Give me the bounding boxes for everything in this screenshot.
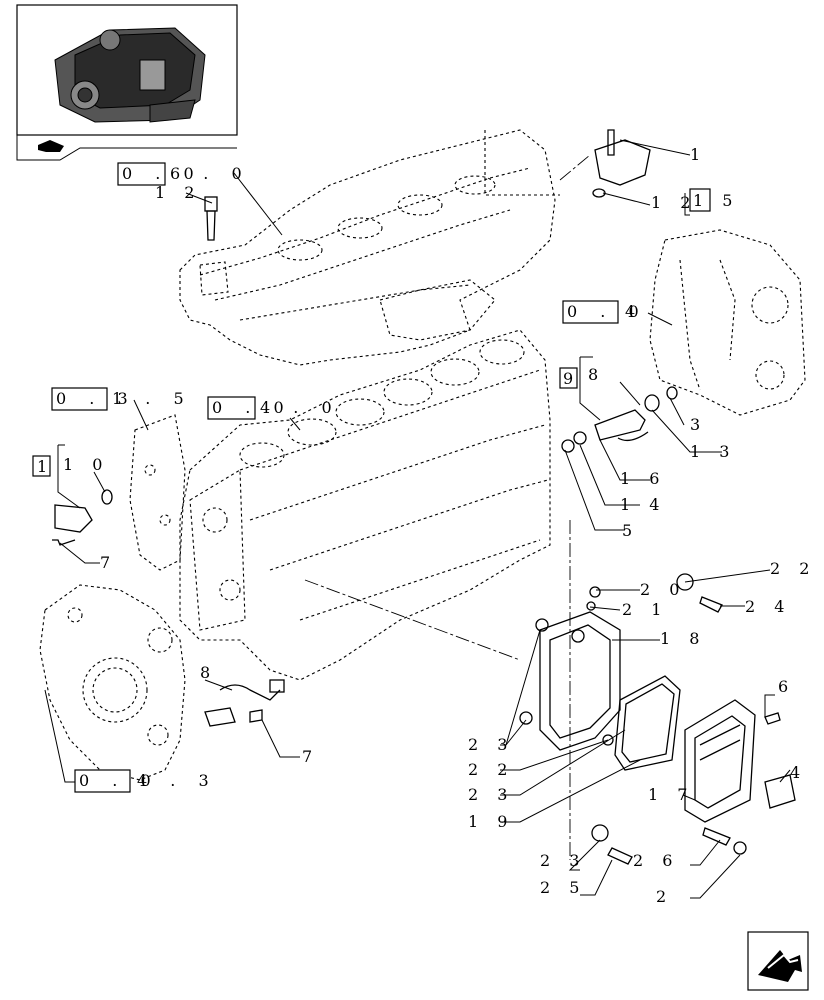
ecu-bracket [519,573,723,751]
callout-1: 1 [690,145,707,164]
callout-12-top: 1 2 [651,193,697,212]
ref-box-04-3-text: 4 . 3 [137,771,218,790]
ref-box-03-1-text: 1 . 5 [112,389,193,408]
callout-20: 1 9 [468,812,514,831]
ref-box-04-text: 4 [625,302,644,321]
ref-box-06-0-boxed: 0 . 0 [122,164,203,183]
kit-box-9-text: 9 [563,369,580,388]
callout-21: 2 0 [640,580,686,599]
engine-thumbnail [54,27,206,123]
callout-26: 2 6 [633,851,679,870]
ref-box-04-3: 0 . 0 4 . 3 [74,769,218,793]
callout-25-bottom: 2 5 [540,878,586,897]
ref-box-06-0: 0 . 0 6 . 0 [117,162,251,186]
callout-23-mid: 2 3 [468,735,514,754]
ref-box-04-boxed: 0 . 0 [567,302,648,321]
callout-25-top: 2 4 [745,597,791,616]
callout-18: 1 7 [648,785,694,804]
callout-22-top: 2 1 [622,600,668,619]
callout-7-bottom: 7 [302,747,319,766]
engine-block [179,329,551,681]
callout-3: 3 [690,415,707,434]
callout-12: 1 0 [63,455,109,474]
cylinder-head [179,129,560,366]
ref-box-06-0-text: 6 . 0 [170,164,251,183]
part-10-sensor [561,386,678,453]
callout-7-left: 7 [100,553,117,572]
kit-box-15-text: 1 5 [693,191,739,210]
callout-23-bottom: 2 3 [540,851,586,870]
timing-cover-right [649,229,806,416]
callout-14: 1 3 [690,442,736,461]
callout-22-mid: 2 2 [468,760,514,779]
ref-box-04: 0 . 0 4 [562,300,648,324]
side-plate [129,414,186,571]
ref-box-04-0: 0 . 0 4 . 0 [207,396,341,420]
kit-box-1-text: 1 [37,457,54,476]
ecu-gasket [602,675,681,771]
thumbnail-arrow-icon [38,140,64,152]
part-8-sensor-harness [204,679,285,727]
callout-8: 8 [200,663,217,682]
callout-16: 1 4 [620,495,666,514]
ecu-unit [591,699,796,865]
part-13-sensor [204,196,218,241]
callout-10: 8 [588,365,605,384]
ref-box-03-1-boxed: 0 . 3 [56,389,137,408]
callout-24: 2 3 [468,785,514,804]
kit-box-15: 1 5 [684,188,739,216]
callout-19: 1 8 [660,629,706,648]
kit-box-9: 9 [559,356,593,389]
part-1-sensor [592,129,651,198]
callout-17: 1 6 [620,469,666,488]
callout-13: 1 2 [155,183,201,202]
callouts: 1 1 2 1 2 8 3 1 3 1 6 1 4 5 1 0 7 8 7 2 … [63,145,816,906]
callout-23-top: 2 2 [770,559,816,578]
callout-4: 4 [790,763,807,782]
callout-2: 2 [656,887,673,906]
callout-6: 6 [778,677,795,696]
ref-box-03-1: 0 . 3 1 . 5 [51,387,193,411]
leader-lines [44,139,791,899]
part-12-sensor [52,489,113,546]
ref-box-04-0-boxed: 0 . 0 [212,398,293,417]
callout-5: 5 [622,521,639,540]
flywheel-housing [39,584,186,781]
ref-box-04-3-boxed: 0 . 0 [79,771,160,790]
ref-box-04-0-text: 4 . 0 [260,398,341,417]
nav-arrow-icon[interactable] [747,931,809,991]
kit-box-1: 1 [32,444,65,477]
thumbnail-panel [16,4,238,161]
